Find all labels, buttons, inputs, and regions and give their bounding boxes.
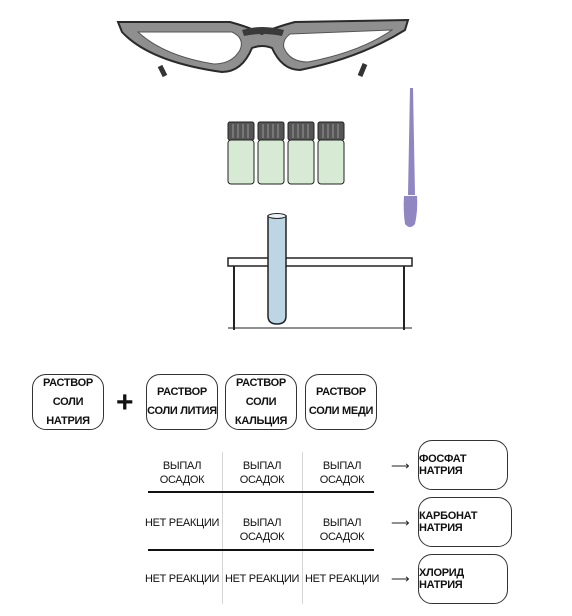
arrow-icon: ⟶ xyxy=(391,458,410,473)
test-tube-icon xyxy=(267,213,287,325)
arrow-icon: ⟶ xyxy=(391,515,410,530)
test-tube-rack-icon xyxy=(227,257,413,330)
column-divider xyxy=(302,452,303,604)
row-divider xyxy=(148,491,374,493)
reagent-sodium-salt: РАСТВОР СОЛИ НАТРИЯ xyxy=(32,374,104,430)
salt-line2: СОЛИ КАЛЬЦИЯ xyxy=(234,395,288,427)
salt-line2: СОЛИ ЛИТИЯ xyxy=(147,405,217,417)
salt-line1: РАСТВОР xyxy=(157,386,207,398)
result-cell: ВЫПАЛ ОСАДОК xyxy=(319,517,365,543)
result-cell: ВЫПАЛ ОСАДОК xyxy=(159,460,205,486)
result-cell: НЕТ РЕАКЦИИ xyxy=(144,517,220,529)
salt-lithium: РАСТВОР СОЛИ ЛИТИЯ xyxy=(146,374,218,430)
result-cell: ВЫПАЛ ОСАДОК xyxy=(239,460,285,486)
salt-calcium: РАСТВОР СОЛИ КАЛЬЦИЯ xyxy=(225,374,297,430)
safety-glasses-icon xyxy=(116,18,410,78)
plus-sign: + xyxy=(116,386,134,419)
product-label: КАРБОНАТ НАТРИЯ xyxy=(419,510,478,534)
result-cell: НЕТ РЕАКЦИИ xyxy=(304,573,380,585)
product-sodium-phosphate: ФОСФАТ НАТРИЯ xyxy=(418,440,508,490)
column-divider xyxy=(222,452,223,604)
product-sodium-carbonate: КАРБОНАТ НАТРИЯ xyxy=(418,497,512,547)
salt-copper: РАСТВОР СОЛИ МЕДИ xyxy=(305,374,377,430)
lab-equipment-illustration xyxy=(116,18,418,330)
arrow-icon: ⟶ xyxy=(391,571,410,586)
salt-line1: РАСТВОР xyxy=(236,376,286,389)
salt-line2: СОЛИ МЕДИ xyxy=(308,405,374,417)
product-sodium-chloride: ХЛОРИД НАТРИЯ xyxy=(418,554,508,604)
reagent-vials-icon xyxy=(227,121,345,185)
result-cell: НЕТ РЕАКЦИИ xyxy=(224,573,300,585)
product-label: ХЛОРИД НАТРИЯ xyxy=(419,567,464,591)
product-label: ФОСФАТ НАТРИЯ xyxy=(419,453,467,477)
row-divider xyxy=(148,549,374,551)
result-cell: ВЫПАЛ ОСАДОК xyxy=(319,460,365,486)
result-cell: ВЫПАЛ ОСАДОК xyxy=(239,517,285,543)
reagent-line2: СОЛИ НАТРИЯ xyxy=(46,395,90,427)
result-cell: НЕТ РЕАКЦИИ xyxy=(144,573,220,585)
pipette-icon xyxy=(403,88,418,227)
reagent-line1: РАСТВОР xyxy=(43,376,93,389)
salt-line1: РАСТВОР xyxy=(316,386,366,398)
